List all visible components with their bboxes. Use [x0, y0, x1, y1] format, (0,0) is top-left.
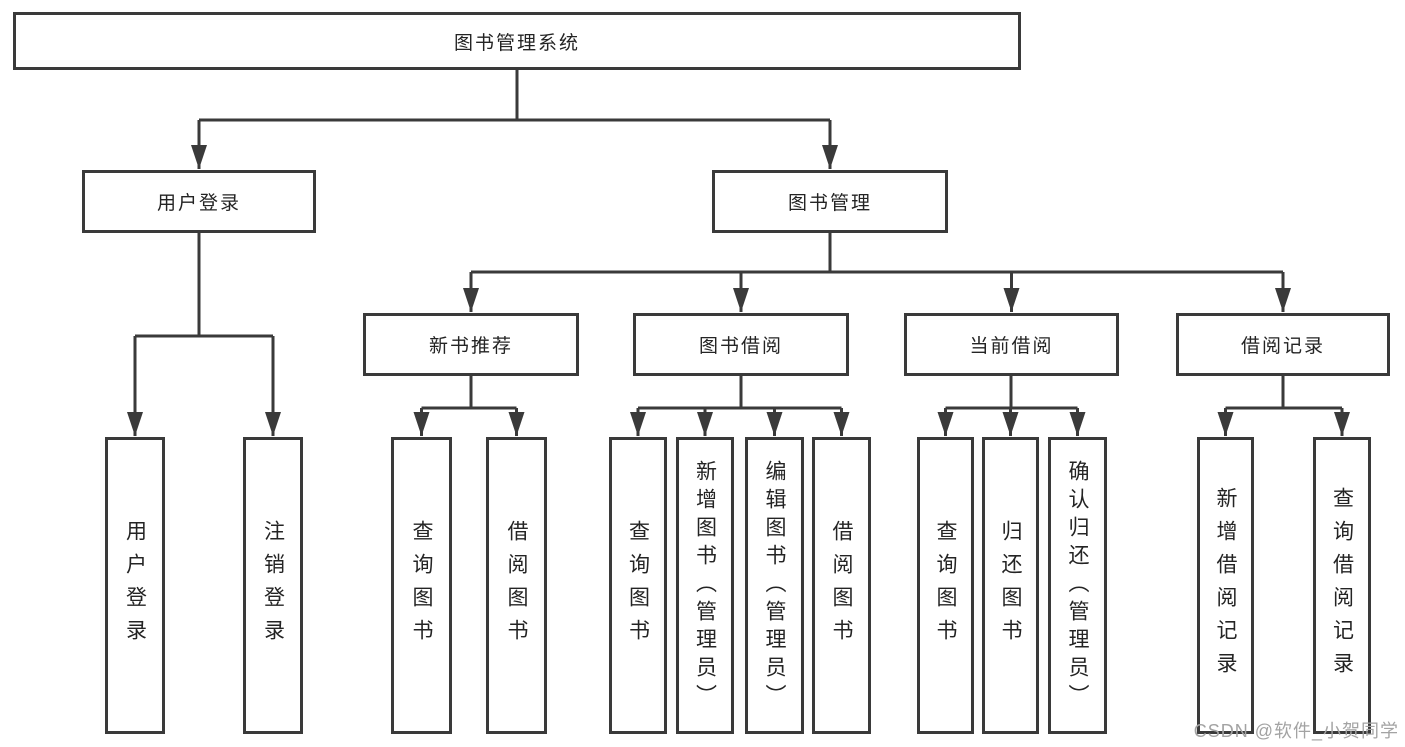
leaf-logout-label: 注销登录 — [261, 519, 285, 652]
node-current-borrowing-label: 当前借阅 — [969, 336, 1054, 357]
connector-new-book-branch — [413, 376, 525, 436]
node-new-book-recommendation: 新书推荐 — [363, 313, 579, 376]
leaf-br-query-record-label: 查询借阅记录 — [1330, 486, 1354, 685]
leaf-nbr-borrow-books: 借阅图书 — [486, 437, 547, 734]
leaf-cb-confirm-return-admin: 确认归还（管理员） — [1048, 437, 1107, 734]
leaf-bb-add-book-admin: 新增图书（管理员） — [676, 437, 734, 734]
leaf-br-add-record: 新增借阅记录 — [1197, 437, 1254, 734]
leaf-br-add-record-label: 新增借阅记录 — [1214, 486, 1238, 685]
connector-user-login-branch — [127, 233, 281, 436]
connector-current-borrow-branch — [937, 376, 1086, 436]
connector-borrow-records-branch — [1217, 376, 1350, 436]
leaf-bb-query-books-label: 查询图书 — [626, 519, 650, 652]
node-borrowing-records-label: 借阅记录 — [1240, 336, 1325, 357]
leaf-nbr-query-books-label: 查询图书 — [410, 519, 434, 652]
leaf-bb-edit-book-admin-label: 编辑图书（管理员） — [763, 459, 787, 712]
node-book-borrowing: 图书借阅 — [633, 313, 849, 376]
node-new-book-recommendation-label: 新书推荐 — [428, 336, 513, 357]
leaf-br-query-record: 查询借阅记录 — [1313, 437, 1371, 734]
node-book-management: 图书管理 — [712, 170, 948, 233]
connector-book-management-branch — [463, 233, 1291, 312]
node-user-login: 用户登录 — [82, 170, 316, 233]
node-current-borrowing: 当前借阅 — [904, 313, 1119, 376]
leaf-nbr-borrow-books-label: 借阅图书 — [505, 519, 529, 652]
node-root: 图书管理系统 — [13, 12, 1021, 70]
leaf-cb-return-books: 归还图书 — [982, 437, 1039, 734]
leaf-nbr-query-books: 查询图书 — [391, 437, 452, 734]
leaf-cb-query-books-label: 查询图书 — [934, 519, 958, 652]
node-book-management-label: 图书管理 — [787, 193, 872, 214]
leaf-bb-query-books: 查询图书 — [609, 437, 667, 734]
leaf-logout: 注销登录 — [243, 437, 303, 734]
leaf-cb-return-books-label: 归还图书 — [999, 519, 1023, 652]
leaf-cb-confirm-return-admin-label: 确认归还（管理员） — [1066, 459, 1090, 712]
node-borrowing-records: 借阅记录 — [1176, 313, 1390, 376]
csdn-watermark: CSDN @软件_小贺同学 — [1193, 721, 1399, 741]
leaf-user-login-label: 用户登录 — [123, 519, 147, 652]
leaf-bb-borrow-books-label: 借阅图书 — [830, 519, 854, 652]
node-user-login-label: 用户登录 — [156, 193, 241, 214]
connector-book-borrow-branch — [630, 376, 850, 436]
leaf-bb-edit-book-admin: 编辑图书（管理员） — [745, 437, 804, 734]
connector-root-to-level2 — [191, 70, 838, 169]
node-root-label: 图书管理系统 — [453, 32, 580, 54]
node-book-borrowing-label: 图书借阅 — [698, 336, 783, 357]
leaf-user-login: 用户登录 — [105, 437, 165, 734]
leaf-cb-query-books: 查询图书 — [917, 437, 974, 734]
leaf-bb-borrow-books: 借阅图书 — [812, 437, 871, 734]
leaf-bb-add-book-admin-label: 新增图书（管理员） — [693, 459, 717, 712]
